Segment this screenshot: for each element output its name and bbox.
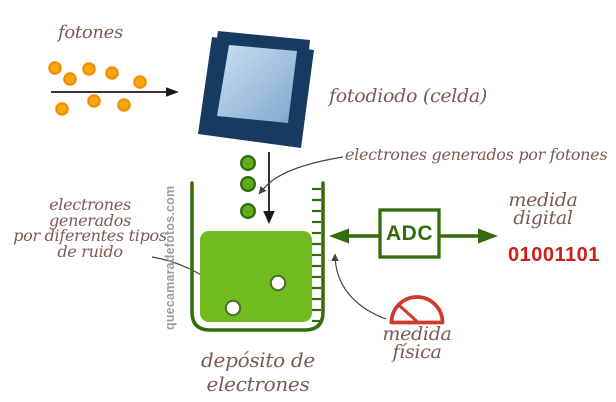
noise-label-line3: de ruido (57, 241, 123, 261)
photodiode-screen (217, 45, 297, 123)
adc-label: ADC (386, 221, 433, 245)
photon-dots (48, 61, 147, 116)
photon-dot (117, 98, 131, 112)
well-label: depósito de electrones (201, 348, 315, 396)
electron-well-outline (190, 181, 325, 332)
adc-input-arrow (329, 228, 379, 244)
noise-dots (224, 274, 287, 317)
noise-label-line1: electrones generados (48, 195, 132, 230)
photodiode-label: fotodiodo (celda) (329, 85, 488, 107)
gauge-icon (389, 295, 445, 325)
electron-dot (239, 154, 256, 171)
electron-dot (239, 202, 256, 219)
electron-leader-line (258, 156, 344, 195)
electrons-generated-label: electrones generados por fotones (345, 145, 608, 164)
adc-box (378, 208, 441, 259)
photon-dot (48, 61, 62, 75)
noise-label-line2: por diferentes tipos (13, 226, 167, 245)
noise-label: electrones generados por diferentes tipo… (6, 197, 174, 259)
gauge-needle (399, 305, 418, 323)
photons-label: fotones (58, 22, 123, 43)
watermark-text: quecamaradefotos.com (163, 185, 177, 330)
photon-dot (82, 62, 96, 76)
photon-dot (87, 94, 101, 108)
noise-dot (224, 299, 242, 317)
photon-arrow (51, 87, 179, 97)
digital-measure-label: medida digital (503, 189, 583, 229)
electron-dots (239, 154, 256, 219)
photodiode-icon (198, 31, 314, 148)
photon-dot (55, 102, 69, 116)
digital-measure-line1: medida (508, 189, 578, 211)
digital-measure-line2: digital (513, 206, 573, 229)
adc-output-arrow (440, 228, 498, 244)
electron-dot (239, 175, 256, 192)
photon-dot (63, 72, 77, 86)
photon-dot (133, 75, 147, 89)
physical-measure-label: medida física (380, 323, 454, 363)
physical-measure-line2: física (392, 340, 442, 363)
noise-dot (269, 274, 287, 292)
physical-leader-line (331, 253, 387, 320)
well-scale-ticks (312, 187, 321, 323)
binary-value: 01001101 (508, 244, 600, 266)
well-fill (200, 231, 312, 322)
physical-measure-line1: medida (382, 323, 452, 345)
photon-dot (105, 66, 119, 80)
